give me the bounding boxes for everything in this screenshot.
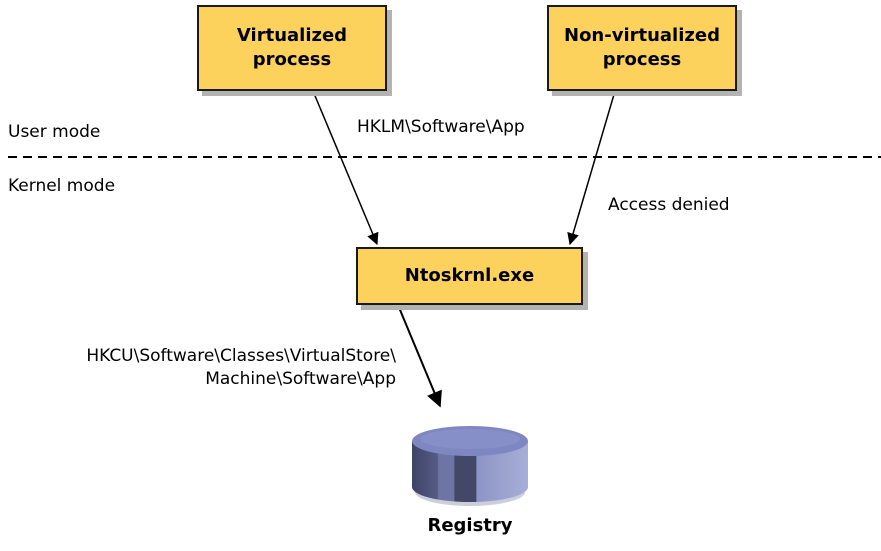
kernel-mode-label: Kernel mode	[8, 176, 116, 196]
arrow-nonvirtualized-to-kernel	[567, 90, 616, 246]
hklm-path-label: HKLM\Software\App	[357, 117, 525, 137]
ntoskrnl-label: Ntoskrnl.exe	[404, 265, 535, 286]
arrow-kernel-to-registry	[397, 304, 442, 408]
virtualized-process-box: Virtualized process	[197, 5, 387, 91]
nonvirtualized-process-label: Non-virtualized process	[564, 25, 720, 70]
arrow-virtualized-to-kernel	[312, 90, 379, 246]
hkcu-path-label: HKCU\Software\Classes\VirtualStore\ Mach…	[40, 345, 396, 391]
nonvirtualized-process-box: Non-virtualized process	[547, 5, 737, 91]
virtualized-process-label: Virtualized process	[236, 25, 348, 70]
ntoskrnl-box: Ntoskrnl.exe	[356, 247, 583, 305]
hkcu-path-line-2: Machine\Software\App	[205, 369, 396, 389]
hkcu-path-line-1: HKCU\Software\Classes\VirtualStore\	[86, 346, 396, 366]
registry-cylinder-icon	[412, 426, 528, 506]
user-mode-label: User mode	[8, 122, 101, 142]
access-denied-label: Access denied	[608, 195, 730, 215]
registry-label: Registry	[427, 515, 513, 536]
